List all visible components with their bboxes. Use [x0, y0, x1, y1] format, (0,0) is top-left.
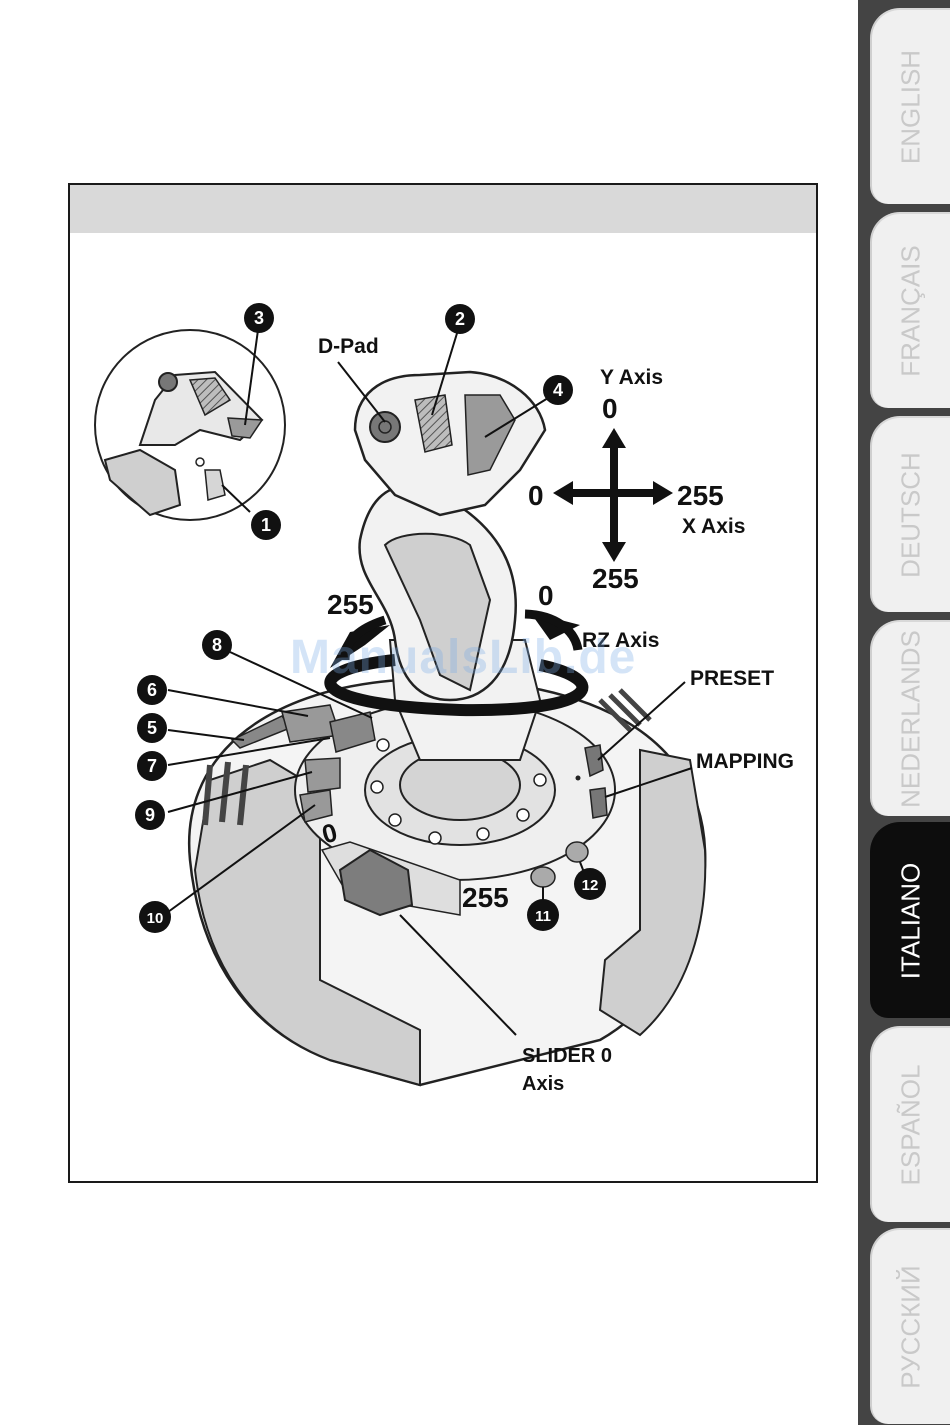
- callout-2: 2: [445, 304, 475, 334]
- inset-trigger-detail: [95, 330, 285, 520]
- tab-label: ENGLISH: [896, 50, 927, 164]
- rz-axis-left-value: 255: [327, 589, 374, 620]
- joystick-diagram: 1 2 3 4 5 6 7 8 9 10 11 12 D-Pad Y Axis …: [0, 0, 858, 1425]
- callout-4: 4: [543, 375, 573, 405]
- slider-max-value: 255: [462, 882, 509, 913]
- callout-1: 1: [251, 510, 281, 540]
- y-axis-top-value: 0: [602, 393, 618, 424]
- tab-label: FRANÇAIS: [896, 245, 927, 376]
- tab-label: DEUTSCH: [896, 452, 927, 578]
- svg-text:4: 4: [553, 380, 563, 400]
- svg-text:7: 7: [147, 756, 157, 776]
- rz-axis-right-value: 0: [538, 580, 554, 611]
- tab-label: ESPAÑOL: [896, 1065, 927, 1186]
- svg-text:10: 10: [147, 910, 164, 927]
- svg-text:6: 6: [147, 680, 157, 700]
- callout-7: 7: [137, 751, 167, 781]
- slider-label-line1: SLIDER 0: [522, 1045, 612, 1067]
- svg-text:9: 9: [145, 805, 155, 825]
- tab-francais[interactable]: FRANÇAIS: [870, 212, 950, 408]
- tab-label: NEDERLANDS: [896, 630, 927, 808]
- tab-label: РУССКИЙ: [896, 1265, 927, 1388]
- tab-espanol[interactable]: ESPAÑOL: [870, 1026, 950, 1222]
- y-axis-label: Y Axis: [600, 366, 663, 389]
- svg-text:8: 8: [212, 635, 222, 655]
- dpad-label: D-Pad: [318, 335, 379, 358]
- y-axis-bottom-value: 255: [592, 563, 639, 594]
- callout-3: 3: [244, 303, 274, 333]
- tab-italiano[interactable]: ITALIANO: [870, 822, 950, 1018]
- tab-deutsch[interactable]: DEUTSCH: [870, 416, 950, 612]
- tab-label: ITALIANO: [896, 863, 927, 980]
- callout-12: 12: [574, 868, 606, 900]
- tab-russian[interactable]: РУССКИЙ: [870, 1228, 950, 1424]
- x-axis-right-value: 255: [677, 480, 724, 511]
- xy-axis-arrows: [553, 428, 673, 562]
- slider-label-line2: Axis: [522, 1073, 564, 1095]
- tab-english[interactable]: ENGLISH: [870, 8, 950, 204]
- svg-text:3: 3: [254, 308, 264, 328]
- svg-text:12: 12: [582, 877, 599, 894]
- svg-text:1: 1: [261, 515, 271, 535]
- svg-text:11: 11: [535, 908, 551, 925]
- callout-5: 5: [137, 713, 167, 743]
- callout-6: 6: [137, 675, 167, 705]
- callout-11: 11: [527, 899, 559, 931]
- mapping-label: MAPPING: [696, 750, 794, 773]
- preset-label: PRESET: [690, 667, 774, 690]
- callout-8: 8: [202, 630, 232, 660]
- tab-nederlands[interactable]: NEDERLANDS: [870, 620, 950, 816]
- x-axis-left-value: 0: [528, 480, 544, 511]
- callout-10: 10: [139, 901, 171, 933]
- language-tab-strip: ENGLISH FRANÇAIS DEUTSCH NEDERLANDS ITAL…: [858, 0, 950, 1425]
- svg-text:5: 5: [147, 718, 157, 738]
- svg-text:2: 2: [455, 309, 465, 329]
- watermark: ManualsLib.de: [290, 630, 636, 685]
- callout-9: 9: [135, 800, 165, 830]
- x-axis-label: X Axis: [682, 515, 745, 538]
